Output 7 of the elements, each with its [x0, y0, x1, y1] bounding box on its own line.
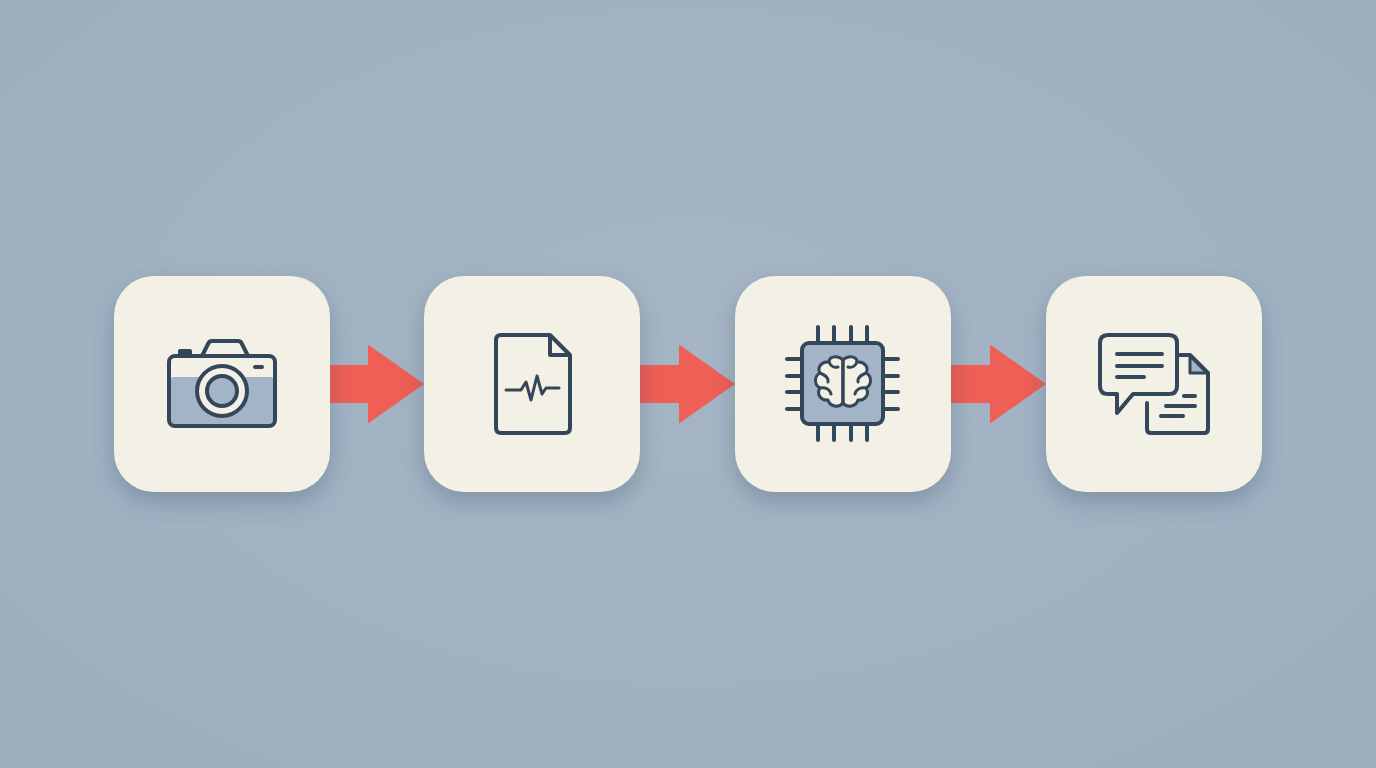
- arrow: [640, 344, 735, 424]
- icon-tile: [114, 276, 330, 492]
- icon-tile: [424, 276, 640, 492]
- arrow: [330, 344, 424, 424]
- icon-tile: [1046, 276, 1262, 492]
- arrow: [951, 344, 1046, 424]
- icon-tile: [735, 276, 951, 492]
